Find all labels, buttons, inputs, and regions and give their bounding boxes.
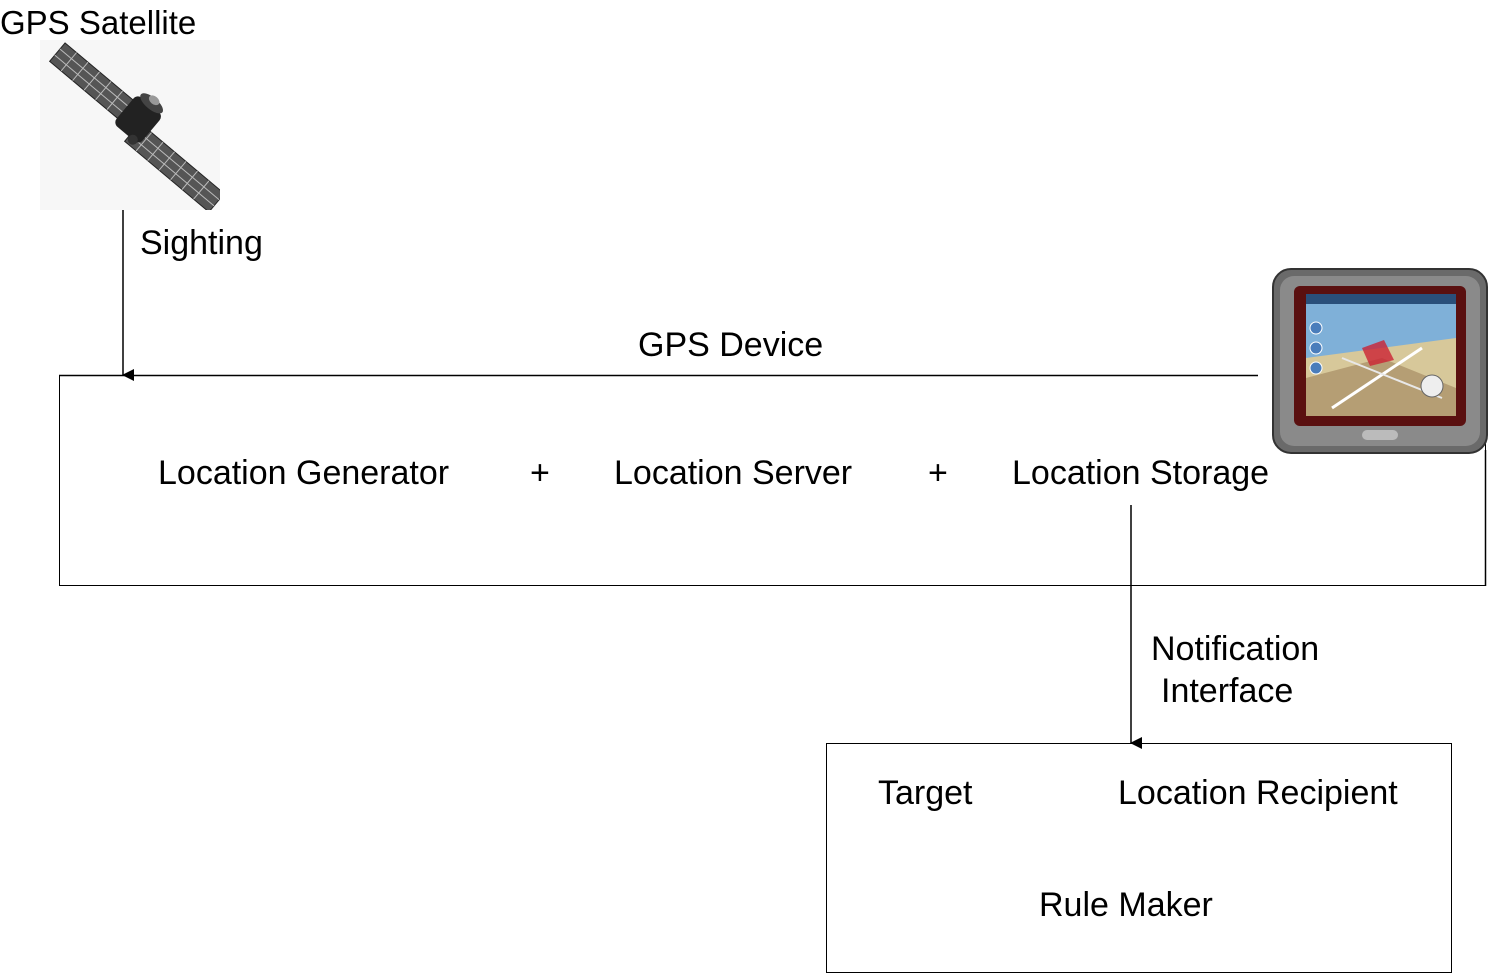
location-server-label: Location Server	[614, 454, 853, 492]
location-generator-label: Location Generator	[158, 454, 450, 492]
sighting-label: Sighting	[140, 224, 263, 262]
location-storage-label: Location Storage	[1012, 454, 1270, 492]
gps-device-title: GPS Device	[638, 326, 824, 364]
plus-sign-2: +	[928, 454, 948, 492]
location-recipient-label: Location Recipient	[1118, 774, 1398, 812]
gps-navigator-icon	[1272, 268, 1488, 459]
target-label: Target	[878, 774, 973, 812]
plus-sign-1: +	[530, 454, 550, 492]
notification-label-line2: Interface	[1161, 672, 1294, 710]
rule-maker-label: Rule Maker	[1039, 886, 1213, 924]
gps-device-top-border	[59, 374, 1487, 586]
satellite-icon	[40, 40, 226, 215]
satellite-label: GPS Satellite	[0, 4, 197, 41]
notification-label-line1: Notification	[1151, 630, 1320, 668]
